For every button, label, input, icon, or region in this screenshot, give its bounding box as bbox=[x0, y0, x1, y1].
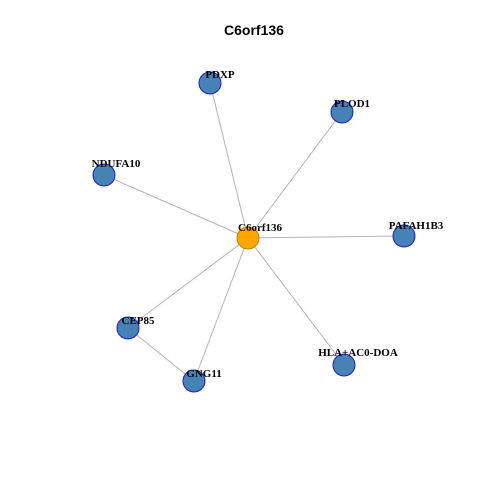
node-pafah1b3: PAFAH1B3 bbox=[389, 220, 444, 248]
node-c6orf136: C6orf136 bbox=[236, 222, 282, 250]
node-hla-ac0-doa: HLA+AC0-DOA bbox=[318, 347, 398, 377]
node-label-plod1: PLOD1 bbox=[334, 98, 370, 110]
node-label-cep85: CEP85 bbox=[122, 315, 156, 327]
node-pdxp: PDXP bbox=[198, 69, 235, 95]
edge-c6orf136-cep85 bbox=[127, 237, 249, 329]
edge-cep85-gng11 bbox=[127, 327, 195, 382]
node-ndufa10: NDUFA10 bbox=[92, 158, 141, 187]
node-plod1: PLOD1 bbox=[330, 98, 370, 124]
node-cep85: CEP85 bbox=[116, 315, 156, 340]
node-circle-gng11 bbox=[182, 369, 206, 393]
node-label-pdxp: PDXP bbox=[205, 69, 235, 81]
node-circle-cep85 bbox=[116, 316, 140, 340]
node-layer: C6orf136 PDXP PLOD1NDUFA10PAFAH1B3CEP85GNG… bbox=[92, 69, 444, 393]
node-circle-plod1 bbox=[330, 100, 354, 124]
edge-c6orf136-ndufa10 bbox=[103, 174, 249, 239]
node-label-gng11: GNG11 bbox=[186, 368, 221, 380]
node-label-c6orf136: C6orf136 bbox=[238, 222, 282, 234]
edge-c6orf136-pdxp bbox=[209, 82, 249, 239]
node-label-ndufa10: NDUFA10 bbox=[92, 158, 141, 170]
node-circle-pdxp bbox=[198, 71, 222, 95]
node-circle-hla-ac0-doa bbox=[332, 353, 356, 377]
node-circle-pafah1b3 bbox=[392, 224, 416, 248]
diagram-title: C6orf136 bbox=[224, 22, 284, 38]
edge-layer bbox=[103, 82, 405, 382]
edge-c6orf136-pafah1b3 bbox=[247, 235, 405, 239]
node-gng11: GNG11 bbox=[182, 368, 222, 393]
node-label-hla-ac0-doa: HLA+AC0-DOA bbox=[318, 347, 398, 359]
node-circle-c6orf136 bbox=[236, 226, 260, 250]
edge-c6orf136-hla-ac0-doa bbox=[247, 237, 345, 366]
edge-c6orf136-gng11 bbox=[193, 237, 249, 382]
node-circle-ndufa10 bbox=[92, 163, 116, 187]
node-label-pafah1b3: PAFAH1B3 bbox=[389, 220, 444, 232]
edge-c6orf136-plod1 bbox=[247, 111, 343, 239]
